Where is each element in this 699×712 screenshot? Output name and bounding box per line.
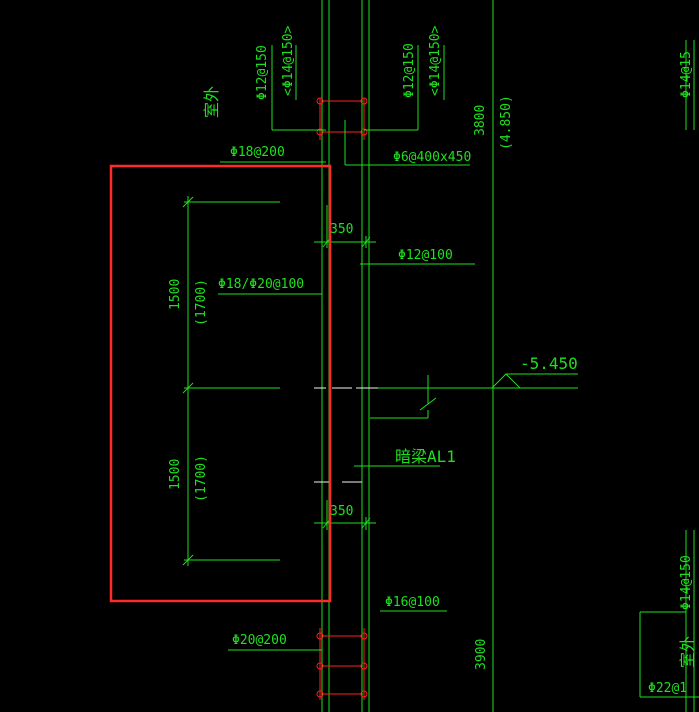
rebar-verticals	[316, 97, 368, 700]
rebar-hook-bottom-2	[316, 662, 368, 670]
rebar-hook-bottom-1	[316, 632, 368, 640]
label-dim-3900: 3900	[474, 639, 489, 670]
label-hidden-beam: 暗梁AL1	[395, 447, 456, 466]
wall-lines	[321, 0, 695, 712]
rebar-label-far-right: Φ14@15	[679, 51, 694, 98]
label-elev-4850: (4.850)	[499, 95, 514, 150]
rebar-hook-top-1	[316, 97, 368, 105]
label-dim-3800: 3800	[473, 105, 488, 136]
rebar-label-bottom-right: Φ14@150	[679, 555, 694, 610]
label-phi20-200: Φ20@200	[232, 633, 287, 648]
label-dim-1700-top: (1700)	[194, 279, 209, 326]
label-phi22: Φ22@1	[648, 681, 687, 696]
label-phi18-200: Φ18@200	[230, 145, 285, 160]
rebar-label-top-right-2: <Φ14@150>	[428, 25, 443, 96]
highlight-box[interactable]	[109, 164, 332, 603]
rebar-hook-bottom-3	[316, 690, 368, 698]
label-dim-350-top: 350	[330, 222, 353, 237]
label-elev-5450: -5.450	[520, 354, 578, 373]
outdoor-label-top: 室外	[202, 86, 221, 118]
label-phi16-100: Φ16@100	[385, 595, 440, 610]
left-dimensions	[182, 196, 322, 566]
label-phi18-20-100: Φ18/Φ20@100	[218, 277, 304, 292]
rebar-hook-top-2	[316, 128, 368, 136]
rebar-label-top-right-1: Φ12@150	[402, 43, 417, 98]
label-phi6-stirrup: Φ6@400x450	[393, 150, 471, 165]
rebar-label-top-left-1: Φ12@150	[255, 45, 270, 100]
outdoor-label-bottom: 室外	[678, 636, 697, 668]
white-dash-marks	[314, 387, 378, 483]
top-leaders	[220, 45, 470, 166]
label-dim-1500-top: 1500	[168, 279, 183, 310]
label-dim-350-bottom: 350	[330, 504, 353, 519]
rebar-label-top-left-2: <Φ14@150>	[281, 25, 296, 96]
dim-350-bottom-lines	[314, 500, 376, 530]
label-phi12-100: Φ12@100	[398, 248, 453, 263]
label-dim-1700-bottom: (1700)	[194, 455, 209, 502]
right-leaders	[228, 263, 699, 698]
label-dim-1500-bottom: 1500	[168, 459, 183, 490]
